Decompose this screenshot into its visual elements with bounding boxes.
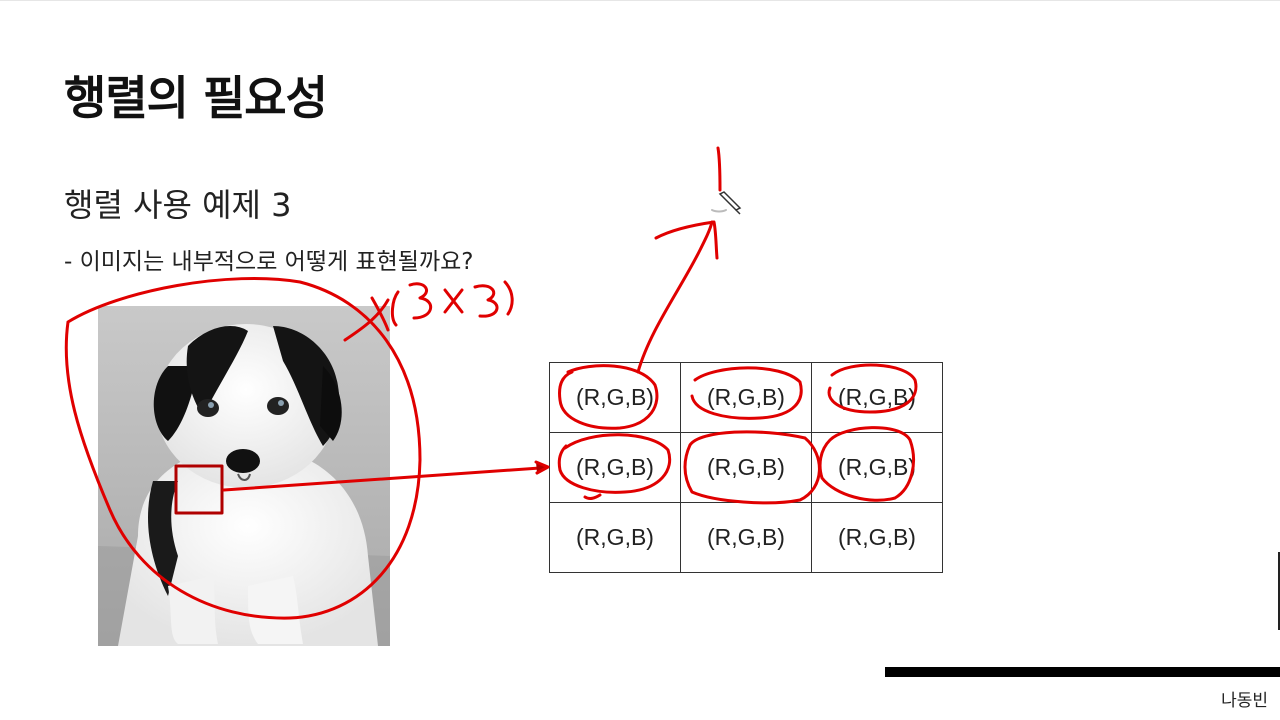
rgb-matrix: (R,G,B) (R,G,B) (R,G,B) (R,G,B) (R,G,B) … [549,362,943,573]
slide-subtitle: 행렬 사용 예제 3 [64,186,292,224]
matrix-row: (R,G,B) (R,G,B) (R,G,B) [549,502,943,573]
matrix-row: (R,G,B) (R,G,B) (R,G,B) [549,432,943,503]
footer-bar [885,667,1280,677]
matrix-cell: (R,G,B) [811,362,943,433]
matrix-cell: (R,G,B) [811,502,943,573]
author-label: 나동빈 [1221,691,1268,711]
slide-question: - 이미지는 내부적으로 어떻게 표현될까요? [64,249,474,275]
page-title: 행렬의 필요성 [64,71,328,125]
matrix-cell: (R,G,B) [680,432,812,503]
matrix-cell: (R,G,B) [680,362,812,433]
matrix-cell: (R,G,B) [549,502,681,573]
matrix-cell: (R,G,B) [549,362,681,433]
puppy-illustration [98,306,390,646]
pen-cursor-icon [718,191,742,215]
matrix-cell: (R,G,B) [811,432,943,503]
matrix-cell: (R,G,B) [680,502,812,573]
scroll-indicator[interactable] [1278,552,1280,630]
matrix-row: (R,G,B) (R,G,B) (R,G,B) [549,362,943,433]
top-rule [0,0,1280,1]
arrow-up [636,220,714,374]
matrix-cell: (R,G,B) [549,432,681,503]
puppy-image [98,306,390,646]
